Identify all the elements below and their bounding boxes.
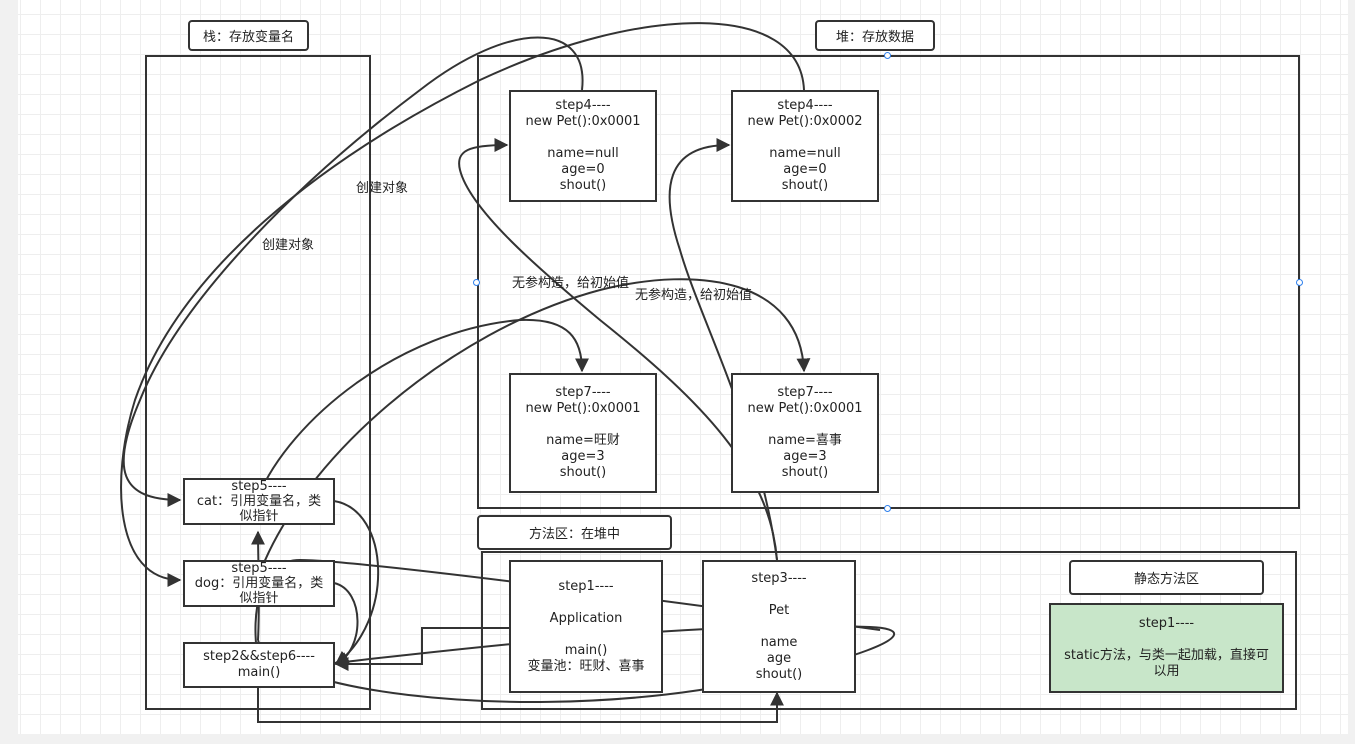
heap-node-step7-b[interactable]: step7---- new Pet():0x0001 name=喜事 age=3… xyxy=(731,373,879,493)
edge-step4b-to-dog xyxy=(120,22,805,587)
node-line: new Pet():0x0001 xyxy=(525,401,641,416)
stack-node-main[interactable]: step2&&step6---- main() xyxy=(183,642,335,688)
stack-node-cat[interactable]: step5---- cat：引用变量名，类 似指针 xyxy=(183,478,335,525)
node-line: step2&&step6---- xyxy=(203,649,315,664)
node-line: age xyxy=(766,650,792,666)
method-area-region[interactable] xyxy=(481,551,1297,710)
node-line: 变量池：旺财、喜事 xyxy=(527,658,645,674)
edge-label-no-arg-ctor-1: 无参构造，给初始值 xyxy=(512,276,630,291)
node-line: cat：引用变量名，类 xyxy=(196,494,322,509)
selection-handle-right[interactable] xyxy=(1296,279,1303,286)
edge-step4a-to-cat xyxy=(122,36,584,507)
selection-handle-bottom[interactable] xyxy=(884,505,891,512)
canvas-left-gutter xyxy=(0,0,18,744)
node-line: shout() xyxy=(559,465,607,480)
selection-handle-left[interactable] xyxy=(473,279,480,286)
edge-application-to-main xyxy=(334,627,509,671)
method-area-title[interactable]: 方法区：在堆中 xyxy=(477,515,672,550)
static-area-title[interactable]: 静态方法区 xyxy=(1069,560,1264,595)
method-node-static[interactable]: step1---- static方法，与类一起加载，直接可 以用 xyxy=(1049,603,1284,693)
node-line: step3---- xyxy=(751,570,807,586)
node-line: 似指针 xyxy=(239,509,279,524)
node-line: shout() xyxy=(559,178,607,193)
node-line: age=3 xyxy=(561,449,605,464)
node-line: age=0 xyxy=(561,162,605,177)
node-line: name=旺财 xyxy=(546,433,620,448)
method-node-pet[interactable]: step3---- Pet name age shout() xyxy=(702,560,856,693)
node-line: step4---- xyxy=(777,98,833,113)
heap-node-step4-b[interactable]: step4---- new Pet():0x0002 name=null age… xyxy=(731,90,879,202)
method-node-application[interactable]: step1---- Application main() 变量池：旺财、喜事 xyxy=(509,560,663,693)
node-line: age=3 xyxy=(783,449,827,464)
edge-cat-to-step7a xyxy=(257,318,589,498)
node-line: age=0 xyxy=(783,162,827,177)
stack-node-dog[interactable]: step5---- dog：引用变量名，类 似指针 xyxy=(183,560,335,607)
node-line: Application xyxy=(549,610,623,626)
node-line: main() xyxy=(564,642,608,658)
edge-cat-to-main xyxy=(333,500,380,665)
node-line: 似指针 xyxy=(239,591,279,606)
node-line: name=null xyxy=(547,146,619,161)
node-line: Pet xyxy=(768,602,790,618)
node-line: name xyxy=(760,634,798,650)
node-line: name=null xyxy=(769,146,841,161)
node-line: new Pet():0x0001 xyxy=(747,401,863,416)
node-line: shout() xyxy=(781,465,829,480)
edge-label-no-arg-ctor-2: 无参构造，给初始值 xyxy=(635,288,753,303)
node-line: static方法，与类一起加载，直接可 xyxy=(1064,648,1269,663)
stack-title-text: 栈：存放变量名 xyxy=(202,30,294,45)
node-line: step5---- xyxy=(231,561,287,576)
node-line: step1---- xyxy=(1138,616,1195,631)
node-line: shout() xyxy=(755,666,803,682)
canvas-right-gutter xyxy=(1348,0,1355,744)
edge-pet-to-step4a xyxy=(458,138,778,561)
canvas-bottom-gutter xyxy=(0,734,1355,744)
node-line: new Pet():0x0001 xyxy=(525,114,641,129)
heap-title-text: 堆：存放数据 xyxy=(835,30,914,45)
node-line: name=喜事 xyxy=(768,433,842,448)
static-area-title-text: 静态方法区 xyxy=(1133,572,1199,587)
method-area-title-text: 方法区：在堆中 xyxy=(528,527,620,542)
node-line: new Pet():0x0002 xyxy=(747,114,863,129)
heap-node-step4-a[interactable]: step4---- new Pet():0x0001 name=null age… xyxy=(509,90,657,202)
edge-dog-to-main xyxy=(333,582,359,665)
stack-title[interactable]: 栈：存放变量名 xyxy=(188,20,309,51)
node-line: main() xyxy=(237,665,281,680)
edge-label-create-object-1: 创建对象 xyxy=(356,181,409,196)
node-line: 以用 xyxy=(1153,664,1180,679)
node-line: step5---- xyxy=(231,479,287,494)
selection-handle-top[interactable] xyxy=(884,52,891,59)
edge-label-create-object-2: 创建对象 xyxy=(262,238,315,253)
node-line: shout() xyxy=(781,178,829,193)
heap-node-step7-a[interactable]: step7---- new Pet():0x0001 name=旺财 age=3… xyxy=(509,373,657,493)
edge-main-to-pet xyxy=(257,688,784,723)
node-line: dog：引用变量名，类 xyxy=(194,576,324,591)
node-line: step7---- xyxy=(777,385,833,400)
node-line: step1---- xyxy=(558,578,614,594)
node-line: step7---- xyxy=(555,385,611,400)
heap-title[interactable]: 堆：存放数据 xyxy=(815,20,935,51)
node-line: step4---- xyxy=(555,98,611,113)
edge-dog-to-step7b xyxy=(257,278,811,579)
